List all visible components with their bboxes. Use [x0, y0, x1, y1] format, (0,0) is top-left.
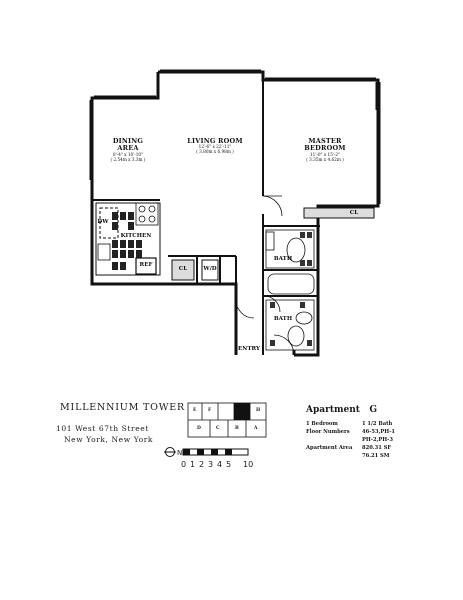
floors-value-2: PH-2,PH-3	[362, 437, 393, 443]
washer-dryer	[201, 259, 219, 281]
kitchen-tiles	[112, 212, 142, 270]
key-label-h: H	[256, 408, 261, 413]
closet	[171, 259, 195, 281]
washer-dryer-label: W/D	[203, 266, 217, 272]
key-label-b: B	[235, 426, 239, 431]
master-bedroom-label: MASTER BEDROOM 11'-0" x 15'-2" ( 3.35m x…	[295, 137, 355, 163]
living-name: LIVING ROOM	[187, 137, 243, 145]
area-label: Apartment Area	[306, 445, 353, 451]
dining-name-2: AREA	[117, 144, 139, 153]
scale-tick-5: 5	[226, 460, 232, 469]
bedroom-name-1: MASTER	[308, 137, 342, 145]
apartment-label: Apartment	[306, 405, 360, 415]
entry-label: ENTRY	[237, 346, 260, 352]
bath-1-label: BATH	[273, 256, 293, 262]
apartment-title: Apartment G	[306, 405, 377, 415]
key-label-e: E	[193, 408, 197, 413]
kitchen-sink	[97, 243, 111, 261]
key-label-a: A	[254, 426, 258, 431]
dining-area-label: DINING AREA 8'-4" x 10'-10" ( 2.54m x 3.…	[98, 137, 158, 163]
living-dim-metric: ( 3.80m x 6.98m )	[196, 149, 234, 155]
doors	[235, 195, 295, 356]
baths-value: 1 1/2 Bath	[362, 421, 393, 427]
area-sm-value: 76.21 SM	[362, 453, 390, 459]
bedroom-closet	[303, 207, 375, 219]
floors-value-1: 46-53,PH-1	[362, 429, 395, 435]
bath-2-label: BATH	[273, 316, 293, 322]
bedrooms-value: 1 Bedroom	[306, 421, 338, 427]
dining-dim-imperial: 8'-4" x 10'-10"	[113, 151, 143, 157]
scale-tick-0: 0	[181, 460, 187, 469]
bedroom-dim-imperial: 11'-0" x 15'-2"	[310, 151, 340, 157]
bedroom-dim-metric: ( 3.35m x 4.62m )	[306, 156, 344, 162]
apartment-letter: G	[369, 405, 378, 415]
living-room-label: LIVING ROOM 12'-6" x 22'-11" ( 3.80m x 6…	[180, 137, 250, 155]
windows	[89, 69, 381, 204]
area-sf-value: 820.31 SF	[362, 445, 392, 451]
address-line-2: New York, New York	[64, 435, 154, 444]
dining-dim-metric: ( 2.54m x 3.3m )	[110, 156, 146, 162]
key-label-g: G	[224, 408, 228, 413]
key-label-d: D	[197, 426, 201, 431]
apartment-specs-values: 1 1/2 Bath 46-53,PH-1 PH-2,PH-3 820.31 S…	[362, 420, 395, 460]
kitchen-label: KITCHEN	[120, 233, 152, 239]
dishwasher-label: DW	[97, 219, 109, 225]
north-arrow-label: N	[177, 449, 183, 457]
closet-label: CL	[178, 266, 188, 272]
interior-walls	[92, 80, 320, 355]
key-label-f: F	[208, 408, 212, 413]
bedroom-name-2: BEDROOM	[304, 144, 346, 153]
key-plan	[187, 402, 267, 438]
key-plan-highlight	[234, 403, 250, 420]
scale-tick-3: 3	[208, 460, 214, 469]
bath-tiles	[270, 232, 312, 346]
scale-tick-1: 1	[190, 460, 196, 469]
living-dim-imperial: 12'-6" x 22'-11"	[198, 144, 232, 150]
scale-tick-10: 10	[243, 460, 254, 469]
refrigerator-label: REF	[139, 262, 153, 268]
scale-bar-fill	[183, 449, 232, 455]
dining-name-1: DINING	[112, 137, 144, 145]
address-line-1: 101 West 67th Street	[56, 424, 149, 433]
floor-numbers-label: Floor Numbers	[306, 429, 350, 435]
stove	[135, 202, 159, 226]
bedroom-closet-label: CL	[349, 210, 359, 216]
key-label-c: C	[216, 426, 220, 431]
bath-fixtures	[265, 229, 315, 351]
apartment-specs-labels: 1 Bedroom Floor Numbers Apartment Area	[306, 420, 352, 452]
scale-tick-2: 2	[199, 460, 205, 469]
refrigerator	[135, 257, 157, 275]
scale-tick-4: 4	[217, 460, 223, 469]
building-name: MILLENNIUM TOWER	[60, 402, 185, 413]
